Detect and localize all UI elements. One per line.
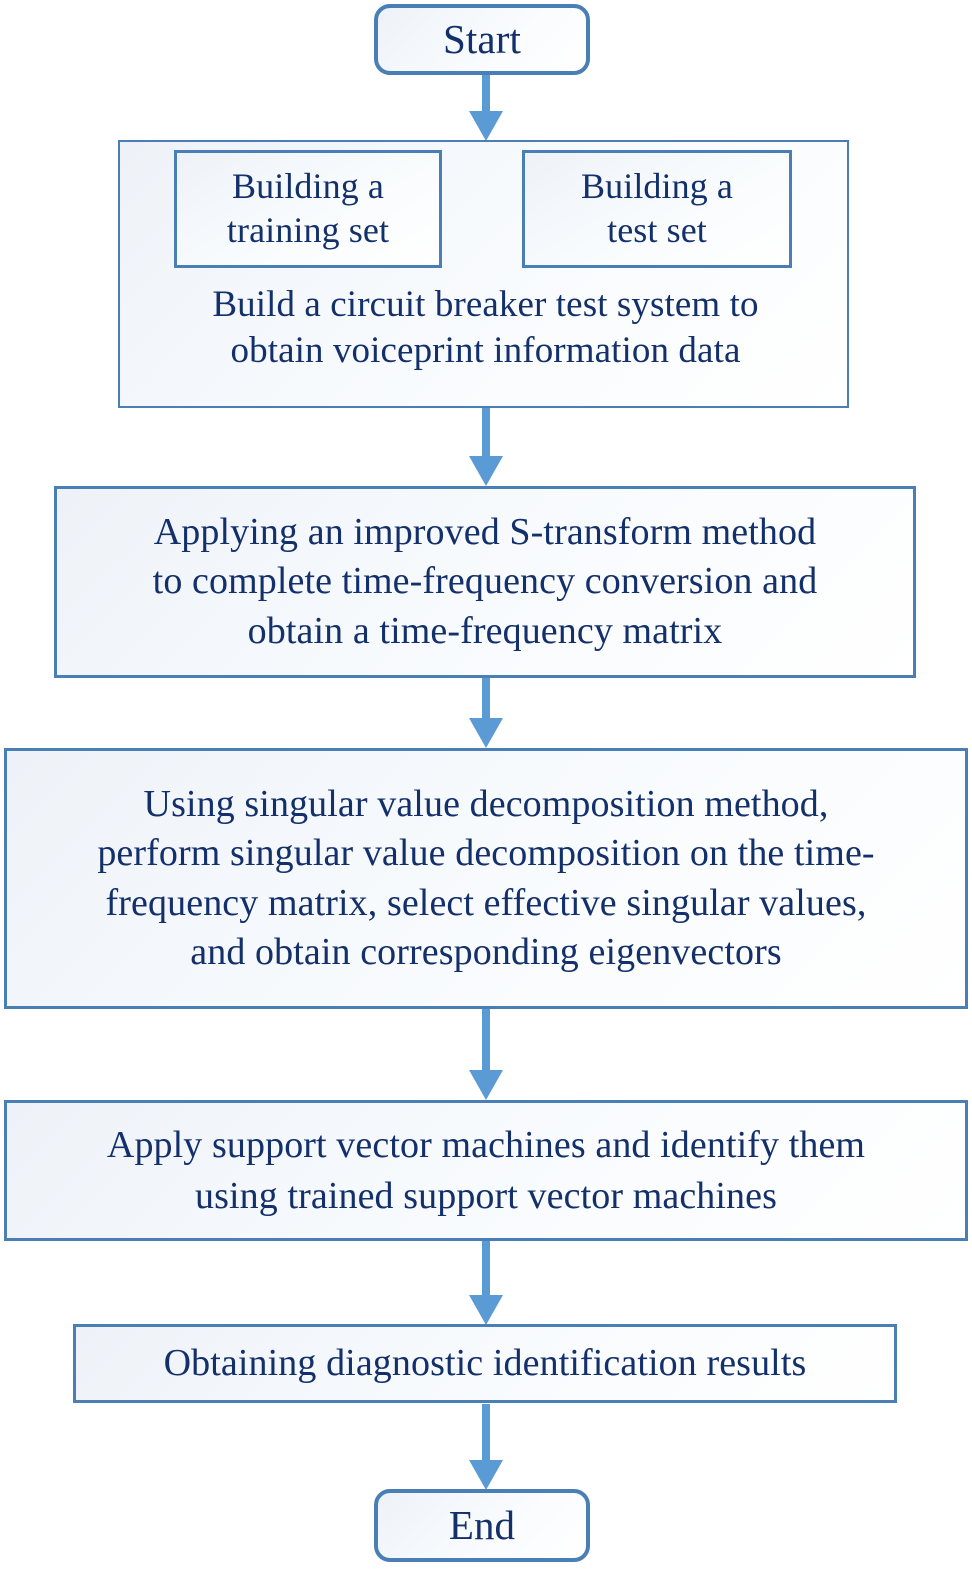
connector-svd-to-svm	[446, 1009, 526, 1100]
node-build-training-set-label: Building a training set	[226, 166, 390, 250]
arrowhead-icon	[469, 1460, 503, 1490]
node-end-label: End	[448, 1502, 516, 1549]
connector-stem	[482, 1009, 490, 1072]
node-s-transform-label: Applying an improved S-transform method …	[152, 510, 818, 652]
connector-stem	[482, 1241, 490, 1297]
arrowhead-icon	[469, 718, 503, 748]
arrowhead-icon	[469, 111, 503, 141]
arrowhead-icon	[469, 1070, 503, 1100]
connector-stem	[482, 75, 490, 113]
connector-start-to-data-acquisition	[446, 75, 526, 141]
node-build-test-set[interactable]: Building a test set	[522, 150, 792, 268]
node-diagnostic-results[interactable]: Obtaining diagnostic identification resu…	[73, 1324, 897, 1403]
node-data-acquisition[interactable]: Building a training set Building a test …	[118, 140, 849, 408]
connector-data-acquisition-to-s-transform	[446, 408, 526, 486]
arrowhead-icon	[469, 456, 503, 486]
connector-stem	[482, 678, 490, 720]
node-start[interactable]: Start	[374, 4, 590, 75]
connector-s-transform-to-svd	[446, 678, 526, 748]
node-support-vector-machine-label: Apply support vector machines and identi…	[106, 1124, 866, 1217]
node-end[interactable]: End	[374, 1489, 590, 1562]
node-diagnostic-results-label: Obtaining diagnostic identification resu…	[163, 1342, 807, 1385]
node-support-vector-machine[interactable]: Apply support vector machines and identi…	[4, 1100, 968, 1241]
node-singular-value-decomposition[interactable]: Using singular value decomposition metho…	[4, 748, 968, 1009]
node-singular-value-decomposition-label: Using singular value decomposition metho…	[97, 782, 875, 973]
connector-results-to-end	[446, 1404, 526, 1490]
node-build-training-set[interactable]: Building a training set	[174, 150, 442, 268]
node-s-transform[interactable]: Applying an improved S-transform method …	[54, 486, 916, 678]
node-start-label: Start	[443, 16, 521, 63]
node-build-test-set-label: Building a test set	[581, 166, 733, 250]
connector-svm-to-results	[446, 1241, 526, 1325]
node-data-acquisition-caption: Build a circuit breaker test system to o…	[212, 284, 759, 372]
connector-stem	[482, 1404, 490, 1462]
connector-stem	[482, 408, 490, 458]
arrowhead-icon	[469, 1295, 503, 1325]
